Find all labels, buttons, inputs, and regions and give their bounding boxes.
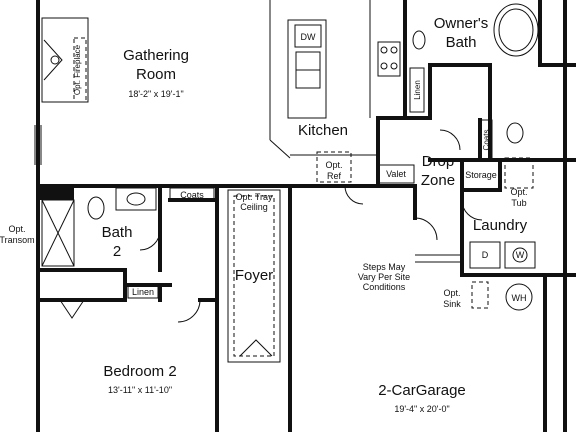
- tray-ceiling: [233, 195, 275, 357]
- washer-drum-icon: [512, 247, 528, 263]
- shower-cross: [41, 199, 75, 267]
- linen-lower-label: Linen: [132, 287, 154, 297]
- coats-upper-label: Coats: [482, 130, 491, 151]
- steps-note-1: Steps May: [363, 262, 406, 272]
- gathering-room-title-2: Room: [136, 66, 176, 83]
- linen-upper-label: Linen: [413, 80, 422, 100]
- owners-bath-title-2: Bath: [446, 34, 477, 51]
- opt-tray-label-1: Opt. Tray: [235, 192, 273, 202]
- dryer: [469, 241, 501, 269]
- opt-transom-label-2: Transom: [0, 235, 35, 245]
- fireplace-shape: [43, 39, 63, 81]
- opt-sink-box: [471, 281, 489, 309]
- opt-sink-label-1: Opt.: [443, 288, 460, 298]
- steps-note-3: Conditions: [363, 282, 406, 292]
- fixtures: [41, 0, 539, 363]
- opt-tray-label-2: Ceiling: [240, 202, 268, 212]
- opt-tub-label-2: Tub: [511, 198, 526, 208]
- door-swing: [177, 299, 201, 323]
- owners-bath-title-1: Owner's: [434, 15, 489, 32]
- steps-note-2: Vary Per Site: [358, 272, 410, 282]
- bedroom2-dims: 13'-11" x 11'-10": [108, 385, 172, 395]
- bedroom2-title: Bedroom 2: [103, 363, 176, 380]
- wall-kitchen-angle: [269, 139, 291, 159]
- washer-label: W: [516, 250, 525, 260]
- cooktop: [377, 41, 401, 77]
- burner-icon: [380, 62, 388, 70]
- fireplace-label: Opt. Fireplace: [73, 44, 82, 95]
- water-heater-icon: [505, 283, 533, 311]
- laundry-title: Laundry: [473, 217, 528, 234]
- bath2-title-1: Bath: [102, 224, 133, 241]
- dishwasher: [294, 24, 322, 48]
- opt-sink-label-2: Sink: [443, 299, 461, 309]
- valet-label: Valet: [386, 169, 406, 179]
- dw-label: DW: [301, 32, 316, 42]
- opt-tub-label-1: Opt.: [510, 187, 527, 197]
- tub-inner: [498, 8, 534, 52]
- tub: [493, 3, 539, 57]
- bath2-title-2: 2: [113, 243, 121, 260]
- door-swing: [414, 217, 438, 241]
- washer: [504, 241, 536, 269]
- valet-box: [377, 164, 415, 184]
- fireplace-icon: [50, 55, 60, 65]
- opt-tub-box: [504, 157, 534, 189]
- linen-upper-box: [409, 67, 425, 113]
- opt-ref-label-1: Opt.: [325, 160, 342, 170]
- drop-zone-title-1: Drop: [422, 153, 455, 170]
- kitchen-island: [287, 19, 327, 119]
- door-swing: [139, 229, 161, 251]
- foyer-title: Foyer: [235, 267, 273, 284]
- walls: [34, 0, 576, 432]
- coats-upper-box: [479, 119, 493, 161]
- burner-icon: [380, 46, 388, 54]
- door-bifold: [59, 299, 85, 319]
- door-swing: [439, 129, 461, 151]
- garage-dims: 19'-4" x 20'-0": [394, 404, 449, 414]
- vanity: [115, 187, 157, 211]
- fireplace-box: [41, 17, 89, 103]
- toilet-icon: [87, 196, 105, 220]
- foyer-box: [227, 189, 281, 363]
- coats-lower-box: [169, 187, 215, 201]
- opt-transom-label-1: Opt.: [8, 224, 25, 234]
- storage-label: Storage: [465, 170, 497, 180]
- gathering-room-dims: 18'-2" x 19'-1": [128, 89, 183, 99]
- fireplace-hearth: [73, 37, 87, 103]
- linen-lower-box: [127, 285, 159, 299]
- gathering-room-title-1: Gathering: [123, 47, 189, 64]
- opt-ref-box: [316, 151, 352, 183]
- wall-block-bath2: [36, 186, 74, 200]
- kitchen-title: Kitchen: [298, 122, 348, 139]
- door-swing: [344, 185, 364, 205]
- burner-icon: [390, 62, 398, 70]
- sink-icon: [126, 192, 146, 206]
- wh-label: WH: [512, 293, 527, 303]
- garage-title: 2-CarGarage: [378, 382, 466, 399]
- coats-lower-label: Coats: [180, 190, 204, 200]
- drop-zone-title-2: Zone: [421, 172, 455, 189]
- opt-ref-label-2: Ref: [327, 171, 342, 181]
- door-entry: [239, 339, 273, 357]
- burner-icon: [390, 46, 398, 54]
- toilet-icon: [506, 122, 524, 144]
- labels: Gathering Room 18'-2" x 19'-1" Opt. Fire…: [0, 15, 528, 414]
- toilet-icon: [412, 30, 426, 50]
- shower: [41, 199, 75, 267]
- dryer-label: D: [482, 250, 489, 260]
- door-swing: [461, 199, 483, 221]
